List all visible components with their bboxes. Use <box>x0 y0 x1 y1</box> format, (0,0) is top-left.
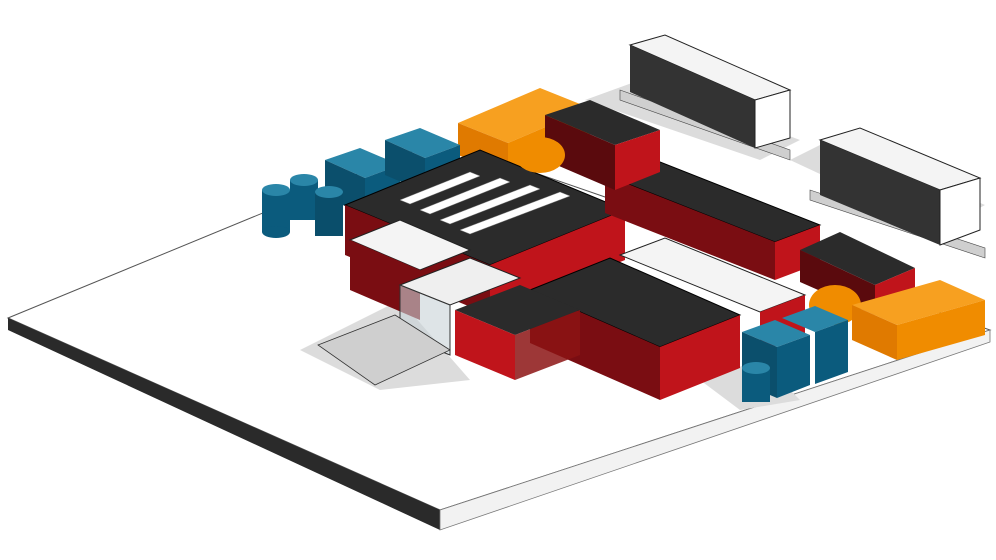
blue-containers-south <box>742 306 848 402</box>
blue-silos <box>262 174 343 238</box>
dark-building-north <box>619 34 792 161</box>
orange-container-east <box>852 280 985 360</box>
main-container-complex <box>343 100 915 400</box>
entrance-ramp <box>317 314 451 386</box>
dark-building-south <box>809 127 986 259</box>
